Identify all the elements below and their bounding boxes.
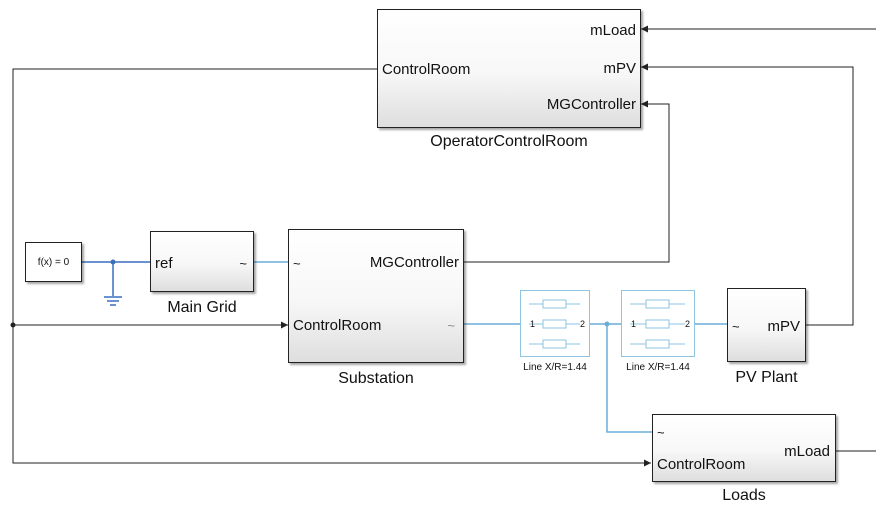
port-mload-in: mLoad	[590, 22, 636, 39]
port-tilde-in: ~	[732, 319, 740, 334]
port-controlroom-in: ControlRoom	[657, 456, 746, 473]
ground-symbol	[104, 296, 122, 306]
port-mpv-in: mPV	[603, 60, 636, 77]
transmission-line-2-caption: Line X/R=1.44	[626, 362, 690, 373]
port-ref: ref	[155, 255, 173, 272]
line1-port-2: 2	[579, 319, 585, 329]
loads-caption: Loads	[722, 487, 766, 504]
port-controlroom-out: ControlRoom	[382, 61, 471, 78]
port-tilde: ~	[239, 256, 247, 271]
signal-mpv-feedback	[641, 63, 854, 326]
branch-dot-ground	[110, 259, 116, 265]
fx-solver-config-block[interactable]: f(x) = 0	[25, 242, 82, 282]
operator-control-room-caption: OperatorControlRoom	[430, 133, 588, 150]
substation-caption: Substation	[338, 370, 414, 387]
port-tilde-in: ~	[293, 256, 301, 271]
resistor-symbols	[630, 299, 685, 349]
line1-port-1: 1	[530, 319, 536, 329]
line2-port-1: 1	[631, 319, 637, 329]
main-grid-caption: Main Grid	[167, 299, 237, 316]
resistor-symbols	[529, 299, 580, 349]
port-tilde-out: ~	[447, 318, 455, 333]
transmission-line-1-caption: Line X/R=1.44	[523, 362, 587, 373]
pv-plant-caption: PV Plant	[735, 369, 798, 386]
port-mload-out: mLoad	[784, 443, 830, 460]
signal-controlroom-bus	[12, 68, 651, 467]
port-tilde-in: ~	[657, 425, 665, 440]
port-mpv-out: mPV	[767, 318, 800, 335]
main-grid-block[interactable]: ref ~	[150, 231, 254, 292]
signal-mgcontroller-feedback	[464, 100, 670, 263]
branch-dot-physical	[604, 321, 610, 327]
transmission-line-2-block[interactable]: 1 2	[621, 290, 695, 357]
substation-block[interactable]: ~ MGController ControlRoom ~	[288, 229, 464, 363]
transmission-line-1-block[interactable]: 1 2	[520, 290, 590, 357]
operator-control-room-block[interactable]: ControlRoom mLoad mPV MGController	[377, 9, 641, 128]
line2-port-2: 2	[684, 319, 690, 329]
port-mgcontroller-in: MGController	[546, 96, 636, 113]
phys-to-loads	[606, 324, 652, 433]
port-mgcontroller-out: MGController	[369, 254, 459, 271]
port-controlroom-in: ControlRoom	[293, 317, 382, 334]
loads-block[interactable]: ~ ControlRoom mLoad	[652, 414, 836, 482]
branch-dot-signal	[10, 322, 16, 328]
pv-plant-block[interactable]: ~ mPV	[727, 288, 806, 362]
